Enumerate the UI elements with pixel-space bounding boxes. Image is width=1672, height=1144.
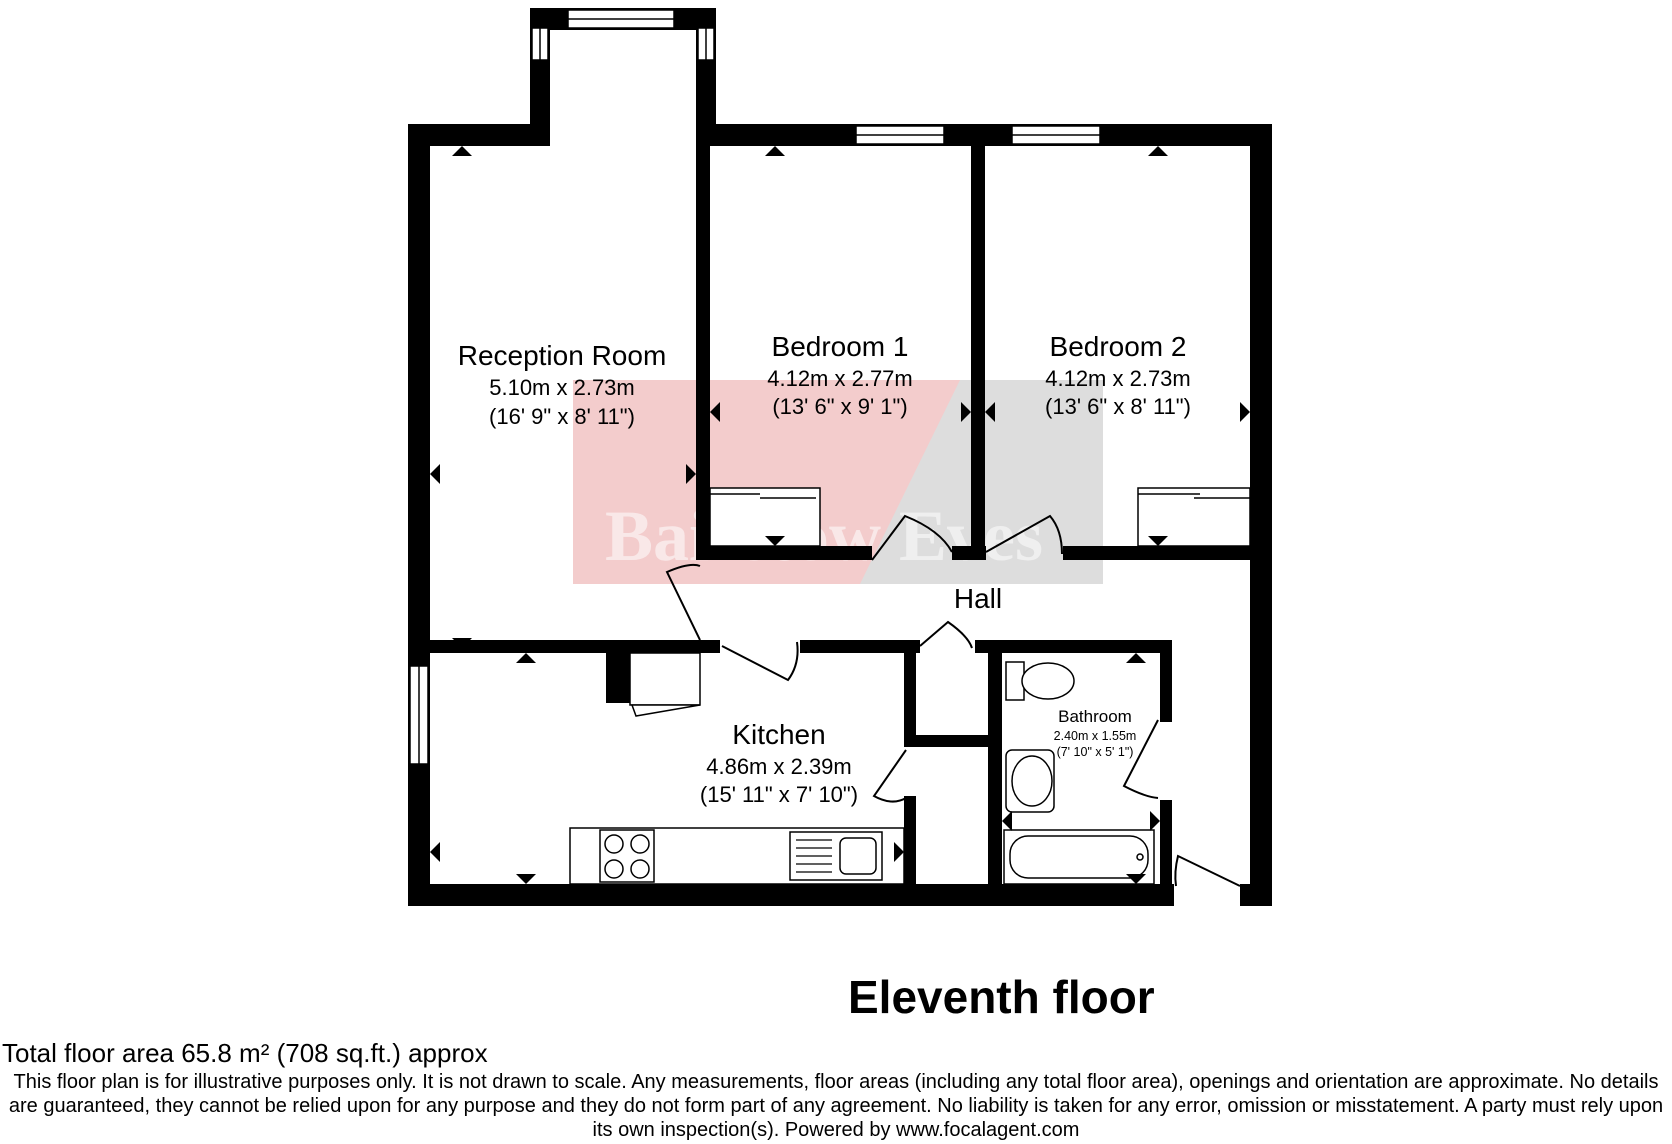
door-bedroom2 [985, 514, 1063, 555]
marker-right [961, 402, 971, 422]
room-name: Reception Room [458, 340, 667, 371]
hob-ring [604, 834, 624, 854]
room-dimensions-imperial: (13' 6" x 8' 11") [1045, 394, 1191, 419]
room-dimensions-metric: 5.10m x 2.73m [489, 375, 635, 400]
room-dimensions-metric: 4.12m x 2.77m [767, 366, 913, 391]
marker-up [516, 653, 536, 663]
door-cupboard [919, 620, 973, 649]
hob-ring [630, 859, 650, 879]
room-name: Bedroom 1 [772, 331, 909, 362]
room-label-bedroom1: Bedroom 1 4.12m x 2.77m (13' 6" x 9' 1") [767, 331, 913, 419]
marker-right [686, 464, 696, 484]
wall-top-reception [408, 124, 550, 146]
toilet-bowl [1021, 662, 1075, 700]
room-label-bathroom: Bathroom 2.40m x 1.55m (7' 10" x 5' 1") [1054, 707, 1137, 759]
marker-up [1148, 146, 1168, 156]
dimension-markers [430, 146, 1250, 884]
bath-inner [1009, 835, 1149, 879]
marker-down [1126, 874, 1146, 884]
marker-right [894, 842, 904, 862]
wall-left [408, 124, 430, 906]
room-label-kitchen: Kitchen 4.86m x 2.39m (15' 11" x 7' 10") [700, 719, 858, 807]
total-floor-area: Total floor area 65.8 m² (708 sq.ft.) ap… [2, 1038, 488, 1068]
windows [409, 9, 1101, 765]
room-name: Hall [954, 583, 1002, 614]
marker-left [430, 464, 440, 484]
room-dimensions-metric: 4.12m x 2.73m [1045, 366, 1191, 391]
marker-left [710, 402, 720, 422]
marker-up [1126, 653, 1146, 663]
wall-right [1250, 124, 1272, 906]
room-dimensions-imperial: (13' 6" x 9' 1") [772, 394, 907, 419]
room-label-reception: Reception Room 5.10m x 2.73m (16' 9" x 8… [458, 340, 667, 429]
wall-bedroom2-bottom [1063, 546, 1253, 560]
wall-bathroom-right-upper [1160, 640, 1172, 722]
wall-cupboard-left [904, 653, 916, 743]
marker-down [452, 638, 472, 648]
wall-bedroom-gap [952, 546, 986, 560]
room-name: Bathroom [1058, 707, 1132, 726]
marker-left [430, 842, 440, 862]
room-dimensions-metric: 2.40m x 1.55m [1054, 729, 1137, 743]
hob-ring [604, 859, 624, 879]
hob-ring [630, 834, 650, 854]
door-bedroom1 [871, 514, 953, 561]
room-dimensions-metric: 4.86m x 2.39m [706, 754, 852, 779]
doors [665, 514, 1241, 887]
wall-cupboard-bottom [904, 735, 1000, 747]
door-bathroom [1122, 719, 1159, 799]
marker-right [1150, 811, 1160, 831]
door-kitchen-hall [872, 749, 907, 803]
kitchen-cupboard-door [630, 704, 701, 717]
door-reception [665, 563, 701, 641]
room-dimensions-imperial: (16' 9" x 8' 11") [489, 404, 635, 429]
room-dimensions-imperial: (15' 11" x 7' 10") [700, 782, 858, 807]
sink-drainer [796, 839, 832, 873]
wardrobe-bedroom1 [709, 487, 821, 547]
door-entrance [1174, 854, 1241, 887]
disclaimer: This floor plan is for illustrative purp… [8, 1071, 1664, 1141]
marker-right [1240, 402, 1250, 422]
wall-reception-bedroom1 [696, 140, 710, 560]
wall-bottom [408, 884, 1174, 906]
bath-plughole [1136, 853, 1144, 861]
marker-up [452, 146, 472, 156]
wall-bathroom-right-lower [1160, 800, 1172, 888]
room-name: Kitchen [732, 719, 825, 750]
marker-down [765, 536, 785, 546]
wall-bottom-right [1240, 884, 1272, 906]
room-label-bedroom2: Bedroom 2 4.12m x 2.73m (13' 6" x 8' 11"… [1045, 331, 1191, 419]
watermark-text: Bairstow Eves [605, 496, 1043, 576]
wall-kitchen-right [904, 796, 916, 888]
basin-bowl [1011, 755, 1053, 807]
wall-bedroom1-bottom [696, 546, 872, 560]
wall-bedroom-divider [971, 140, 985, 552]
kitchen-cupboard [629, 652, 701, 706]
wall-kitchen-hall [800, 640, 920, 653]
room-name: Bedroom 2 [1050, 331, 1187, 362]
marker-down [516, 874, 536, 884]
wall-top-bedrooms [696, 124, 1272, 146]
marker-left [1002, 811, 1012, 831]
marker-up [765, 146, 785, 156]
room-label-hall: Hall [954, 583, 1002, 614]
door-kitchen [721, 641, 799, 682]
wall-reception-kitchen [430, 640, 720, 653]
sink-bowl [839, 837, 877, 875]
room-dimensions-imperial: (7' 10" x 5' 1") [1057, 745, 1134, 759]
wall-chimney [606, 653, 630, 703]
marker-down [1148, 536, 1168, 546]
wall-bathroom-left [988, 640, 1002, 888]
wall-bathroom-top [975, 640, 1172, 653]
marker-left [985, 402, 995, 422]
floor-title: Eleventh floor [848, 971, 1155, 1023]
